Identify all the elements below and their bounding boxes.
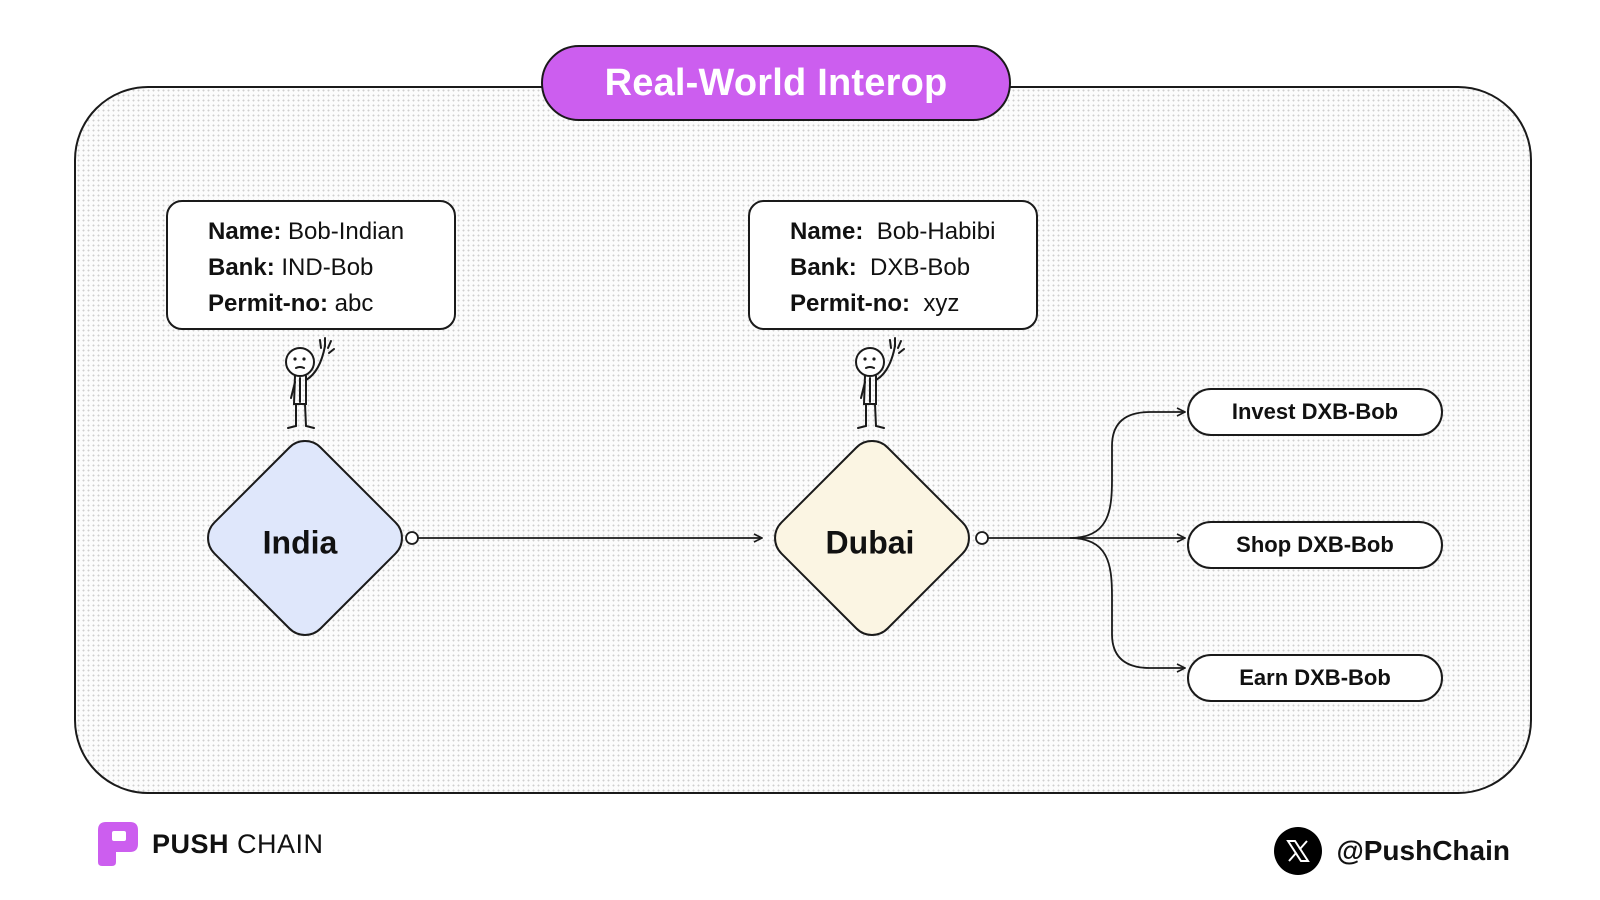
profile-value: DXB-Bob bbox=[870, 254, 971, 281]
india-diamond bbox=[207, 440, 403, 636]
brand-word-bold: PUSH bbox=[152, 828, 230, 859]
profile-key: Bank: bbox=[208, 254, 275, 281]
dubai-to-invest-arrow bbox=[1069, 412, 1185, 539]
profile-key: Name: bbox=[790, 218, 864, 245]
earn-outcome-pill: Earn DXB-Bob bbox=[1187, 654, 1443, 702]
dubai-to-earn-arrow bbox=[1069, 537, 1185, 668]
social-handle[interactable]: @PushChain bbox=[1274, 826, 1510, 876]
profile-value: abc bbox=[334, 290, 374, 317]
dubai-node-label: Dubai bbox=[825, 524, 915, 561]
profile-row-bank: Bank: DXB-Bob bbox=[790, 250, 1036, 286]
india-node-label: India bbox=[262, 524, 338, 561]
profile-value: Bob-Indian bbox=[288, 218, 405, 245]
profile-row-permit: Permit-no: abc bbox=[208, 286, 454, 322]
profile-key: Permit-no: bbox=[208, 290, 328, 317]
india-profile-card: Name: Bob-Indian Bank: IND-Bob Permit-no… bbox=[166, 200, 456, 330]
brand-wordmark: PUSH CHAIN bbox=[152, 829, 324, 860]
profile-value: Bob-Habibi bbox=[876, 218, 996, 245]
profile-row-permit: Permit-no: xyz bbox=[790, 286, 1036, 322]
profile-row-name: Name: Bob-Habibi bbox=[790, 214, 1036, 250]
push-chain-logo-icon bbox=[98, 822, 138, 866]
dubai-profile-card: Name: Bob-Habibi Bank: DXB-Bob Permit-no… bbox=[748, 200, 1038, 330]
x-logo-icon bbox=[1274, 827, 1323, 875]
india-port bbox=[405, 531, 419, 545]
brand-word-light: CHAIN bbox=[237, 828, 324, 859]
profile-row-name: Name: Bob-Indian bbox=[208, 214, 454, 250]
profile-value: IND-Bob bbox=[281, 254, 374, 281]
dubai-port bbox=[975, 531, 989, 545]
invest-outcome-pill: Invest DXB-Bob bbox=[1187, 388, 1443, 436]
profile-value: xyz bbox=[923, 290, 960, 317]
profile-key: Name: bbox=[208, 218, 282, 245]
push-chain-brand: PUSH CHAIN bbox=[98, 822, 324, 866]
profile-key: Bank: bbox=[790, 254, 857, 281]
profile-row-bank: Bank: IND-Bob bbox=[208, 250, 454, 286]
shop-outcome-pill: Shop DXB-Bob bbox=[1187, 521, 1443, 569]
diagram-title: Real-World Interop bbox=[541, 45, 1011, 121]
dubai-diamond bbox=[774, 440, 970, 636]
waving-person-icon-dubai bbox=[855, 337, 905, 429]
profile-key: Permit-no: bbox=[790, 290, 910, 317]
handle-text[interactable]: @PushChain bbox=[1336, 835, 1510, 866]
waving-person-icon-india bbox=[285, 337, 335, 429]
